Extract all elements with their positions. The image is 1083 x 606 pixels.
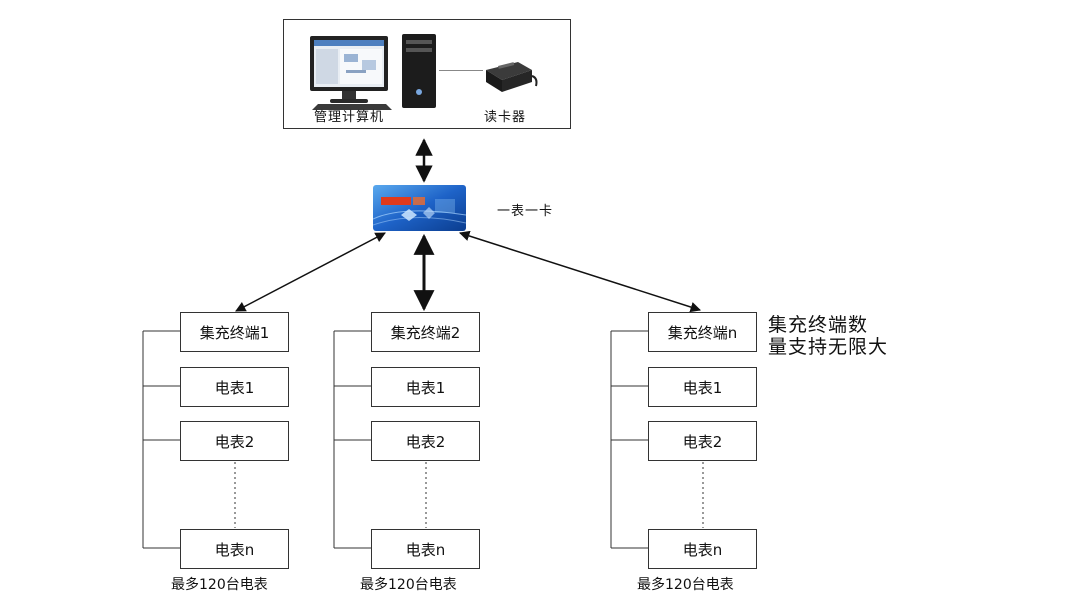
meter-label: 电表n [214, 540, 255, 559]
reader-cable [439, 70, 483, 71]
meter-label: 电表1 [682, 378, 723, 397]
meter-label: 电表n [405, 540, 446, 559]
meter-2-1: 电表1 [371, 367, 480, 407]
ic-card-icon [373, 185, 466, 231]
arrow-card-terminal-1 [235, 232, 386, 312]
meter-1-1: 电表1 [180, 367, 289, 407]
bracket-group-2 [333, 330, 427, 549]
bracket-group-1 [142, 330, 236, 549]
card-reader-icon [480, 56, 540, 96]
meter-n-n: 电表n [648, 529, 757, 569]
desktop-computer-icon [306, 32, 441, 112]
terminal-2-title: 集充终端2 [390, 323, 461, 342]
reader-label: 读卡器 [484, 110, 527, 125]
meter-1-2: 电表2 [180, 421, 289, 461]
management-panel: 管理计算机 读卡器 [283, 19, 571, 129]
terminal-1-box: 集充终端1 [180, 312, 289, 352]
meter-2-n: 电表n [371, 529, 480, 569]
group-1-caption: 最多120台电表 [171, 577, 268, 593]
terminal-n-box: 集充终端n [648, 312, 757, 352]
meter-n-1: 电表1 [648, 367, 757, 407]
card-label: 一表一卡 [497, 204, 554, 219]
meter-label: 电表2 [405, 432, 446, 451]
arrow-card-terminal-n [459, 230, 701, 313]
meter-n-2: 电表2 [648, 421, 757, 461]
computer-label: 管理计算机 [314, 110, 385, 125]
meter-label: 电表n [682, 540, 723, 559]
meter-2-2: 电表2 [371, 421, 480, 461]
note-line-1: 集充终端数 [768, 314, 869, 336]
meter-label: 电表1 [214, 378, 255, 397]
bracket-group-n [610, 330, 704, 549]
terminal-count-note: 集充终端数 量支持无限大 [768, 314, 888, 358]
meter-label: 电表2 [682, 432, 723, 451]
terminal-1-title: 集充终端1 [199, 323, 270, 342]
terminal-n-title: 集充终端n [667, 323, 738, 342]
group-n-caption: 最多120台电表 [637, 577, 734, 593]
meter-label: 电表1 [405, 378, 446, 397]
terminal-2-box: 集充终端2 [371, 312, 480, 352]
meter-label: 电表2 [214, 432, 255, 451]
note-line-2: 量支持无限大 [768, 336, 889, 358]
meter-1-n: 电表n [180, 529, 289, 569]
group-2-caption: 最多120台电表 [360, 577, 457, 593]
